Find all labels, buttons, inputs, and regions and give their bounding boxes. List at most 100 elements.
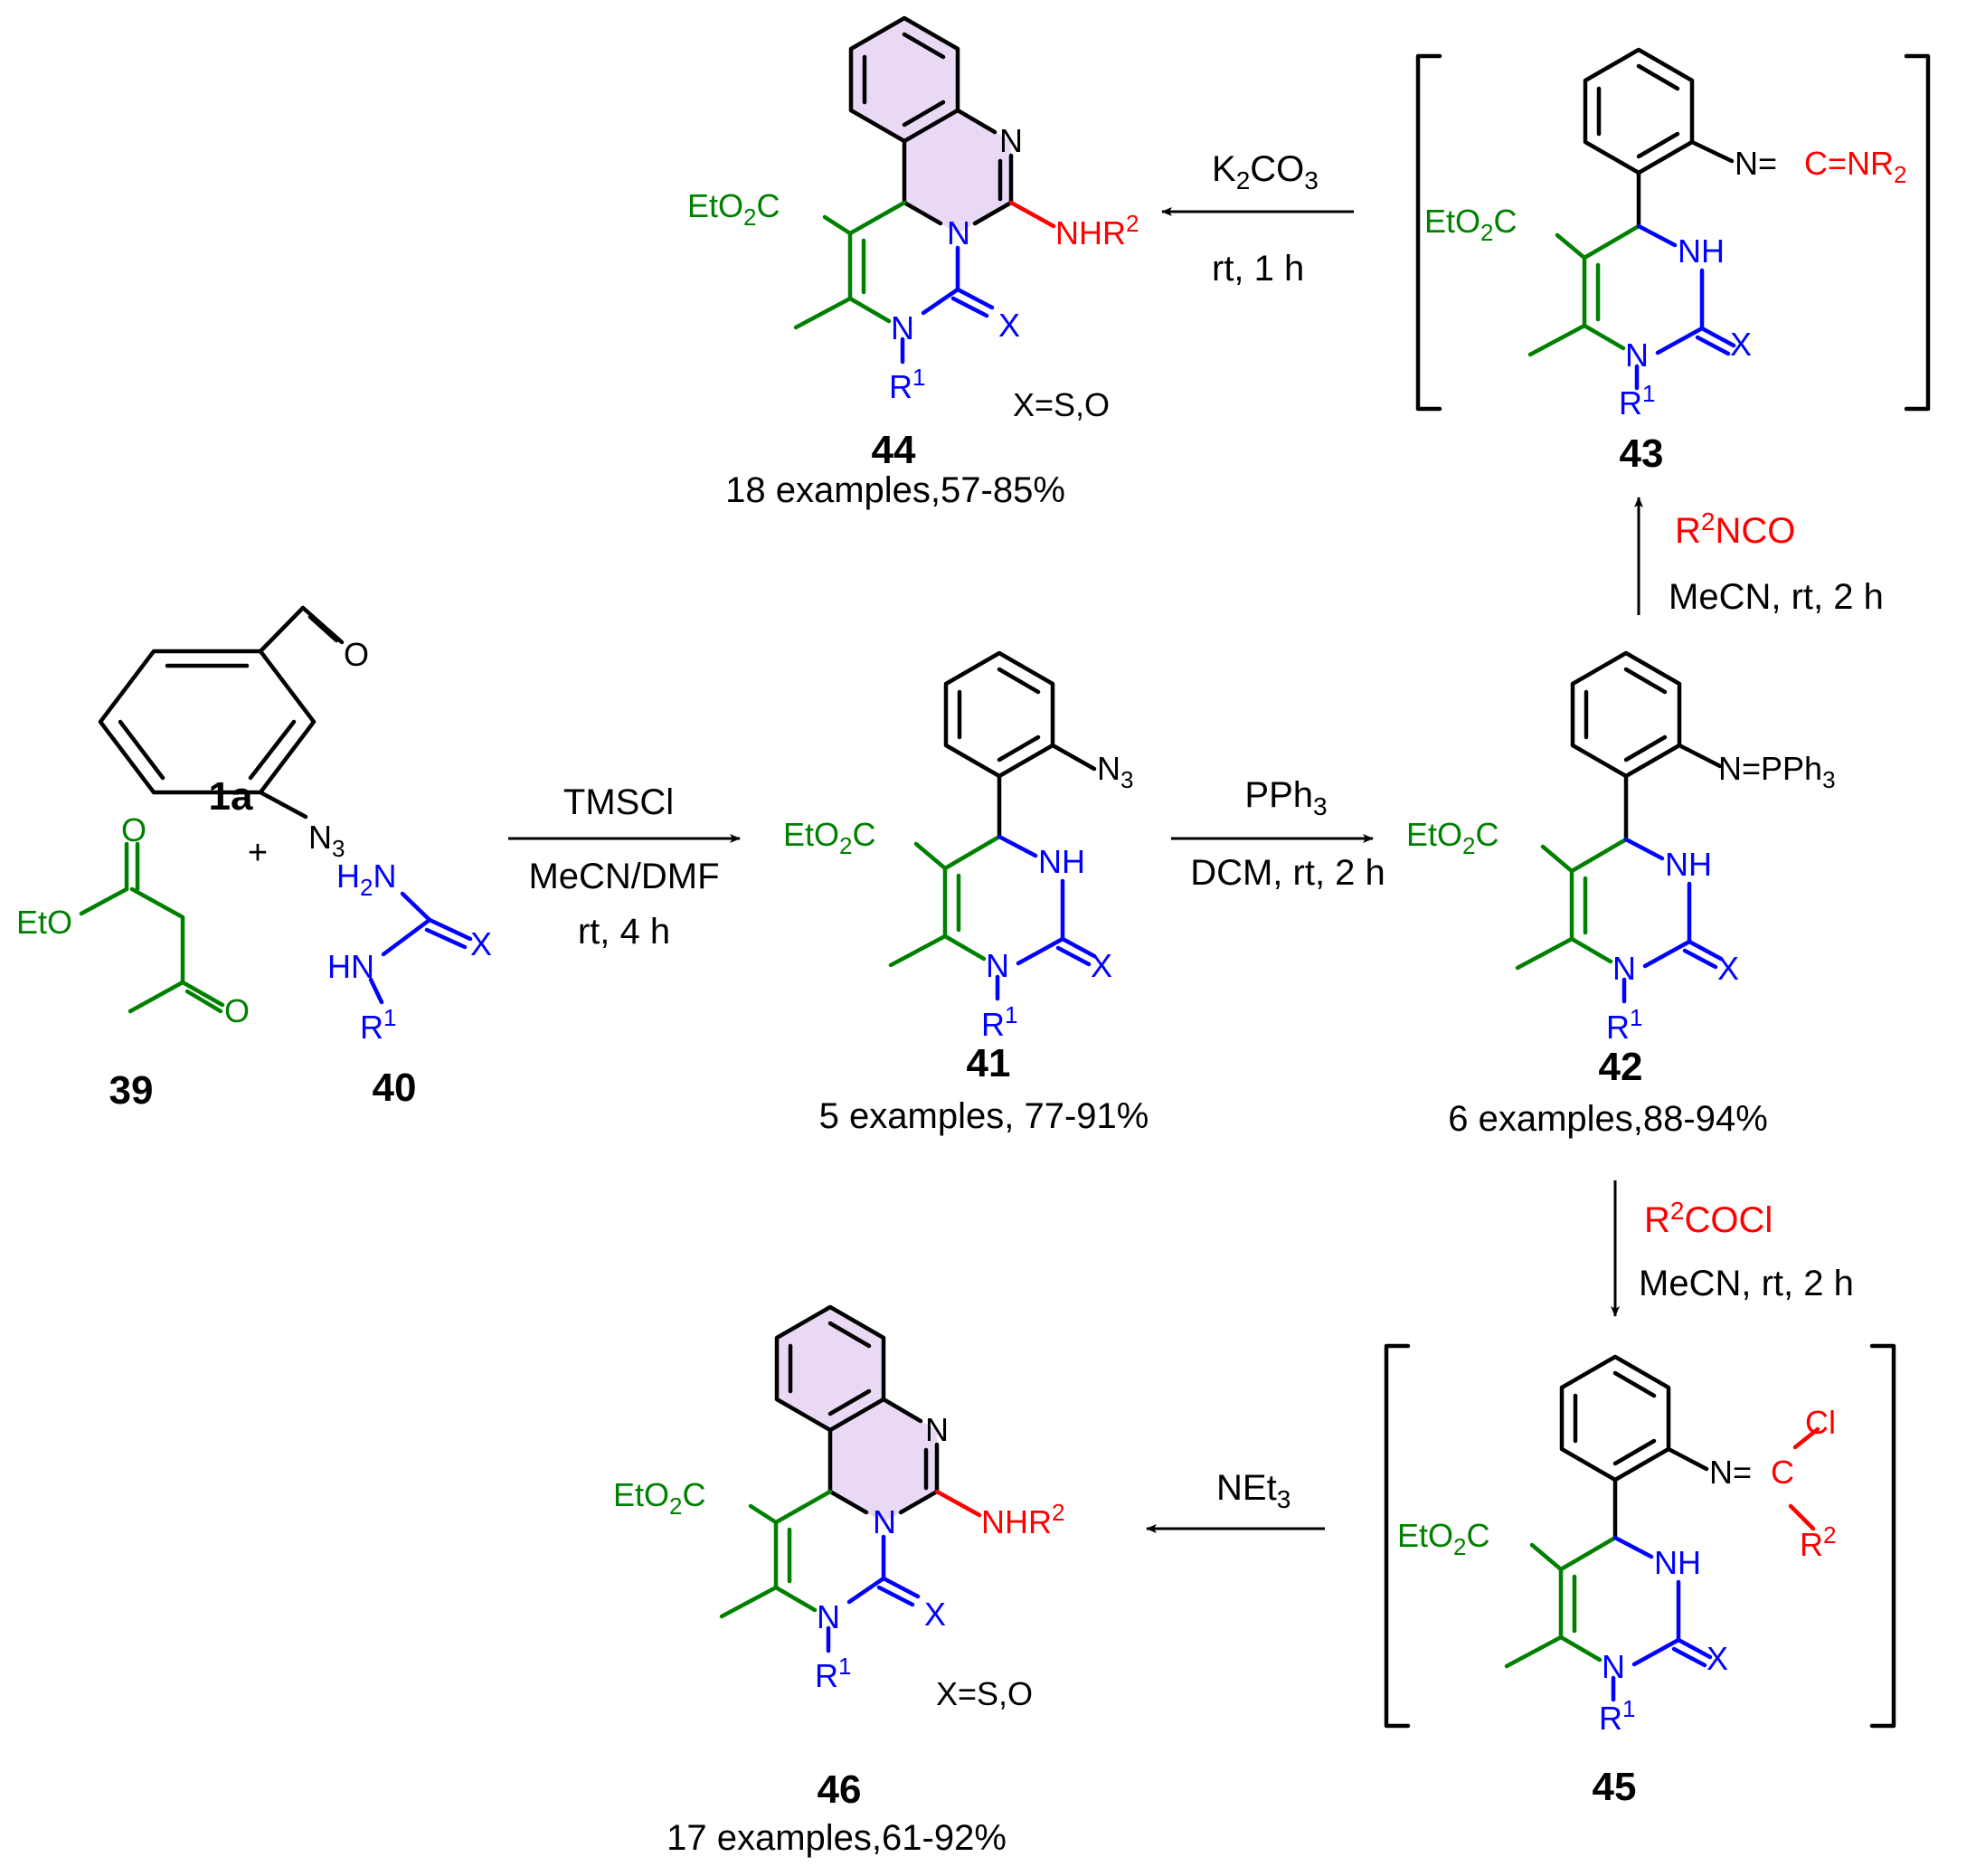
compound-44: N N NHR2 EtO2C N X R1 X=S,O 44 18 exampl… — [687, 15, 1139, 510]
ester-label: EtO2C — [1406, 816, 1499, 859]
x-label: X — [470, 925, 492, 962]
x-definition-label: X=S,O — [936, 1675, 1033, 1712]
reagent-label: TMSCl — [563, 782, 674, 822]
chloro-label: Cl — [1805, 1404, 1836, 1441]
compound-id-45: 45 — [1593, 1765, 1637, 1809]
compound-id-1a: 1a — [209, 774, 253, 819]
r2-label: R2 — [1800, 1521, 1836, 1563]
x-label: X — [1707, 1640, 1728, 1677]
r1-label: R1 — [1606, 1004, 1642, 1046]
compound-1a: O N3 1a 1a — [98, 605, 369, 862]
compound-40: H2N HN X R1 40 — [327, 857, 492, 1110]
nh-label: NH — [1665, 846, 1712, 883]
compound-43: N= C=NR2 EtO2C NH N X R1 43 — [1415, 47, 1931, 476]
n-label: N — [999, 122, 1023, 159]
ester-label: EtO2C — [783, 816, 875, 859]
x-definition-label: X=S,O — [1013, 386, 1110, 423]
reagent-label: PPh3 — [1244, 775, 1327, 820]
solvent-label: MeCN/DMF — [528, 857, 719, 896]
nh-label: HN — [327, 948, 374, 985]
reaction-arrow-3: R2NCO MeCN, rt, 2 h — [1634, 497, 1884, 617]
azide-label: N3 — [308, 819, 345, 862]
x-label: X — [1730, 326, 1752, 363]
pyrimidine-fill — [830, 1399, 937, 1522]
nh-label: NH — [1654, 1544, 1701, 1581]
x-label: X — [1091, 947, 1112, 984]
conditions-label: rt, 4 h — [578, 912, 670, 952]
compound-id-43: 43 — [1620, 431, 1664, 476]
compound-42: N=PPh3 EtO2C NH N X R1 42 6 examples,88-… — [1406, 650, 1836, 1139]
examples-yield-label: 18 examples,57-85% — [725, 470, 1065, 510]
ester-label: EtO2C — [1424, 203, 1517, 246]
n-label: N — [1602, 1648, 1625, 1685]
compound-41: N3 EtO2C NH N X R1 41 5 examples, 77-91% — [783, 650, 1149, 1136]
r1-label: R1 — [1599, 1695, 1635, 1737]
examples-yield-label: 5 examples, 77-91% — [819, 1096, 1149, 1136]
x-label: X — [924, 1596, 946, 1633]
reagent-label: K2CO3 — [1212, 149, 1319, 194]
compound-id-42: 42 — [1599, 1045, 1643, 1089]
ester-label: EtO2C — [613, 1476, 705, 1520]
r1-label: R1 — [360, 1004, 396, 1046]
iminophosphorane-label: N=PPh3 — [1718, 750, 1836, 793]
reagent-label: R2COCl — [1644, 1197, 1773, 1240]
nh-label: NH — [1678, 232, 1725, 270]
compound-45: N= C Cl R2 EtO2C NH N X R1 45 — [1384, 1343, 1896, 1809]
oxygen-label: O — [344, 636, 369, 673]
amine-label: H2N — [336, 857, 396, 901]
compound-id-46: 46 — [818, 1767, 862, 1812]
compound-id-41: 41 — [967, 1041, 1011, 1085]
r1-label: R1 — [815, 1653, 851, 1694]
ester-label: EtO2C — [1397, 1517, 1489, 1560]
pyrimidine-fill — [904, 110, 1011, 233]
carbodiimide-label: C=NR2 — [1804, 145, 1907, 188]
reaction-arrow-2: PPh3 DCM, rt, 2 h — [1171, 775, 1385, 893]
n-center-label: N — [947, 214, 970, 251]
right-bracket — [1904, 53, 1931, 412]
r1-label: R1 — [889, 364, 925, 405]
compound-id-39: 39 — [109, 1068, 154, 1113]
examples-yield-label: 6 examples,88-94% — [1448, 1099, 1768, 1139]
right-bracket — [1869, 1343, 1896, 1729]
conditions-label: MeCN, rt, 2 h — [1669, 577, 1884, 617]
reaction-arrow-6: NEt3 — [1146, 1468, 1325, 1533]
n-label: N — [817, 1598, 840, 1635]
reaction-arrow-5: R2COCl MeCN, rt, 2 h — [1611, 1180, 1854, 1317]
n-eq-label: N= — [1735, 145, 1777, 182]
x-label: X — [998, 307, 1020, 344]
left-bracket — [1384, 1343, 1411, 1729]
n-label: N — [1625, 336, 1649, 374]
nhr2-label: NHR2 — [1055, 210, 1139, 251]
nh-label: NH — [1038, 843, 1085, 880]
plus-sign: + — [248, 834, 268, 872]
oxygen-label-top: O — [121, 811, 147, 848]
n-eq-label: N= — [1709, 1454, 1752, 1491]
reagent-label: R2NCO — [1675, 507, 1795, 551]
ethoxy-label: EtO — [16, 904, 72, 941]
x-label: X — [1717, 950, 1739, 987]
ester-label: EtO2C — [687, 187, 780, 231]
reaction-arrow-1: TMSCl MeCN/DMF rt, 4 h — [508, 782, 741, 952]
n-label: N — [925, 1411, 949, 1448]
n-center-label: N — [873, 1503, 896, 1540]
reagent-label: NEt3 — [1216, 1468, 1291, 1513]
n-label: N — [1612, 950, 1636, 987]
n-label: N — [986, 947, 1009, 984]
compound-id-40: 40 — [373, 1066, 417, 1110]
n-label: N — [891, 309, 914, 346]
r1-label: R1 — [1619, 380, 1655, 422]
r1-label: R1 — [981, 1001, 1017, 1043]
conditions-label: MeCN, rt, 2 h — [1639, 1264, 1854, 1303]
left-bracket — [1415, 53, 1442, 412]
examples-yield-label: 17 examples,61-92% — [667, 1818, 1007, 1858]
azide-label: N3 — [1097, 750, 1133, 793]
oxygen-label-bottom: O — [224, 992, 250, 1029]
benzene-ring — [98, 649, 317, 795]
nhr2-label: NHR2 — [981, 1499, 1064, 1540]
compound-46: N N NHR2 EtO2C N X R1 X=S,O 46 17 exampl… — [613, 1304, 1064, 1858]
imidoyl-carbon-label: C — [1771, 1454, 1794, 1491]
reaction-arrow-4: K2CO3 rt, 1 h — [1161, 149, 1354, 289]
compound-id-44: 44 — [872, 428, 916, 472]
conditions-label: rt, 1 h — [1212, 249, 1304, 289]
